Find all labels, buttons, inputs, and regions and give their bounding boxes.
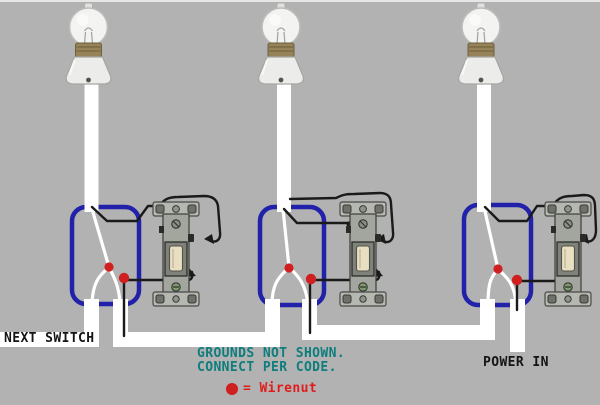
wirenut-dot [305,273,317,285]
toggle-switch-3 [544,201,592,307]
light-fixture-3 [457,2,505,85]
wirenut-dot [511,274,523,286]
black-wire-switch2-traveler [288,191,395,244]
white-cables [0,80,525,352]
white-wires-box-1 [90,207,122,305]
wirenuts [104,262,523,286]
black-wire-box3-top [483,204,554,223]
switch-box-2 [257,204,327,308]
toggle-switch-2 [339,201,387,307]
toggle-switch-1 [152,201,200,307]
wirenut-dot [104,262,114,272]
wirenut-dot [284,263,294,273]
wirenut-dot [118,272,130,284]
wirenut-legend-text: = Wirenut [243,381,318,396]
cable-box2-box3 [302,299,495,340]
switch-box-1 [69,204,142,307]
light-fixture-1 [65,2,112,85]
light-fixture-2 [257,2,305,85]
next-switch-label: NEXT SWITCH [4,331,95,346]
cable-next-switch [0,299,99,347]
wirenut-dot [493,264,503,274]
image-top-edge [0,0,600,2]
wirenut-legend: = Wirenut [226,381,318,397]
black-wire-switch1-traveler [158,194,222,243]
white-conductors [90,205,518,307]
power-in-label: POWER IN [483,355,549,370]
wirenut-dot-icon [226,383,238,396]
cable-box1-box2 [113,299,280,347]
wire-arrowhead [204,234,214,244]
black-wire-box2-top [282,207,350,225]
grounds-note-line1: GROUNDS NOT SHOWN. [197,346,346,361]
switch-box-3 [461,202,534,308]
black-wire-box1-top [90,204,160,223]
grounds-note-line2: CONNECT PER CODE. [197,360,337,375]
black-wire-switch3-traveler [552,193,598,243]
